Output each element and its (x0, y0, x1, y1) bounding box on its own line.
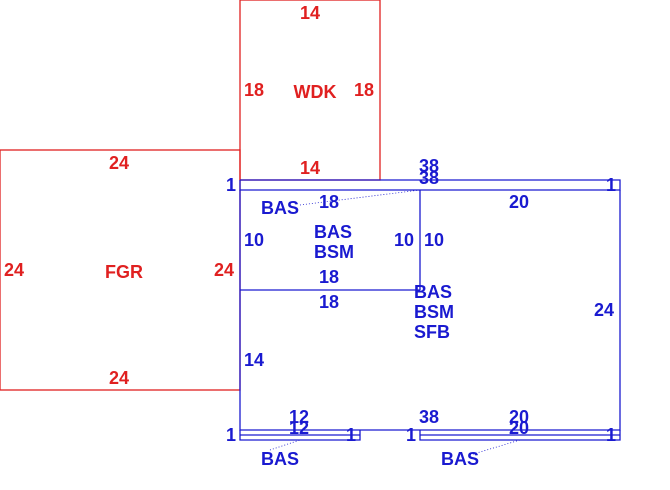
wdk-dim-right: 18 (354, 80, 374, 100)
bas-bl-dim-top-b: 12 (289, 418, 309, 438)
fgr-dim-left: 24 (4, 260, 24, 280)
main-body-outline (239, 190, 621, 431)
leader-top-bas (299, 189, 421, 206)
wdk-dim-bottom: 14 (300, 158, 320, 178)
sfb-label-1: BAS (414, 282, 452, 302)
bas-top-strip[interactable]: 38 38 1 1 BAS 18 (226, 156, 616, 218)
bas-bsm-dim-bottom: 18 (319, 267, 339, 287)
fgr-dim-top: 24 (109, 153, 129, 173)
bas-top-dim-right: 1 (606, 175, 616, 195)
bas-bsm-dim-left: 10 (244, 230, 264, 250)
bas-br-label: BAS (441, 449, 479, 469)
fgr-dim-right: 24 (214, 260, 234, 280)
sfb-dim-bottom: 38 (419, 407, 439, 427)
bas-bottom-left-strip[interactable]: 12 12 1 1 BAS (226, 407, 356, 469)
wdk-label: WDK (294, 82, 337, 102)
leader-bottom-left-bas (269, 439, 301, 451)
bas-top-label: BAS (261, 198, 299, 218)
bas-bsm-dim-right: 10 (394, 230, 414, 250)
sfb-dim-inner-left: 10 (424, 230, 444, 250)
sfb-dim-inner-top: 18 (319, 292, 339, 312)
wdk-dim-top: 14 (300, 3, 320, 23)
bas-bl-dim-top-a: 12 (289, 407, 309, 427)
bas-bl-dim-right: 1 (346, 425, 356, 445)
bas-br-dim-top-a: 20 (509, 407, 529, 427)
bas-bottom-right-strip[interactable]: 20 20 1 1 BAS (406, 407, 616, 469)
bas-top-dim-left: 1 (226, 175, 236, 195)
bas-bsm-label-2: BSM (314, 242, 354, 262)
bas-top-dim-b: 38 (419, 168, 439, 188)
sfb-dim-top: 20 (509, 192, 529, 212)
bas-bl-label: BAS (261, 449, 299, 469)
sfb-dim-left: 14 (244, 350, 264, 370)
bas-bsm-label-1: BAS (314, 222, 352, 242)
bas-br-dim-left: 1 (406, 425, 416, 445)
sfb-dim-right: 24 (594, 300, 614, 320)
wdk-dim-left: 18 (244, 80, 264, 100)
sfb-label-2: BSM (414, 302, 454, 322)
bas-bsm-room[interactable]: 10 BAS BSM 10 18 (244, 222, 414, 287)
bas-br-dim-right: 1 (606, 425, 616, 445)
bas-top-dim-bottom: 18 (319, 192, 339, 212)
fgr-label: FGR (105, 262, 143, 282)
bas-top-dim-a: 38 (419, 156, 439, 176)
wdk-area[interactable]: 14 18 WDK 18 14 (239, 0, 381, 181)
bas-bl-dim-left: 1 (226, 425, 236, 445)
fgr-area[interactable]: 24 24 FGR 24 24 (0, 149, 241, 391)
fgr-dim-bottom: 24 (109, 368, 129, 388)
house-outline (239, 179, 621, 456)
bas-bsm-sfb-room[interactable]: 20 10 18 BAS BSM SFB 24 14 38 (244, 192, 614, 427)
bas-br-dim-top-b: 20 (509, 418, 529, 438)
sfb-label-3: SFB (414, 322, 450, 342)
